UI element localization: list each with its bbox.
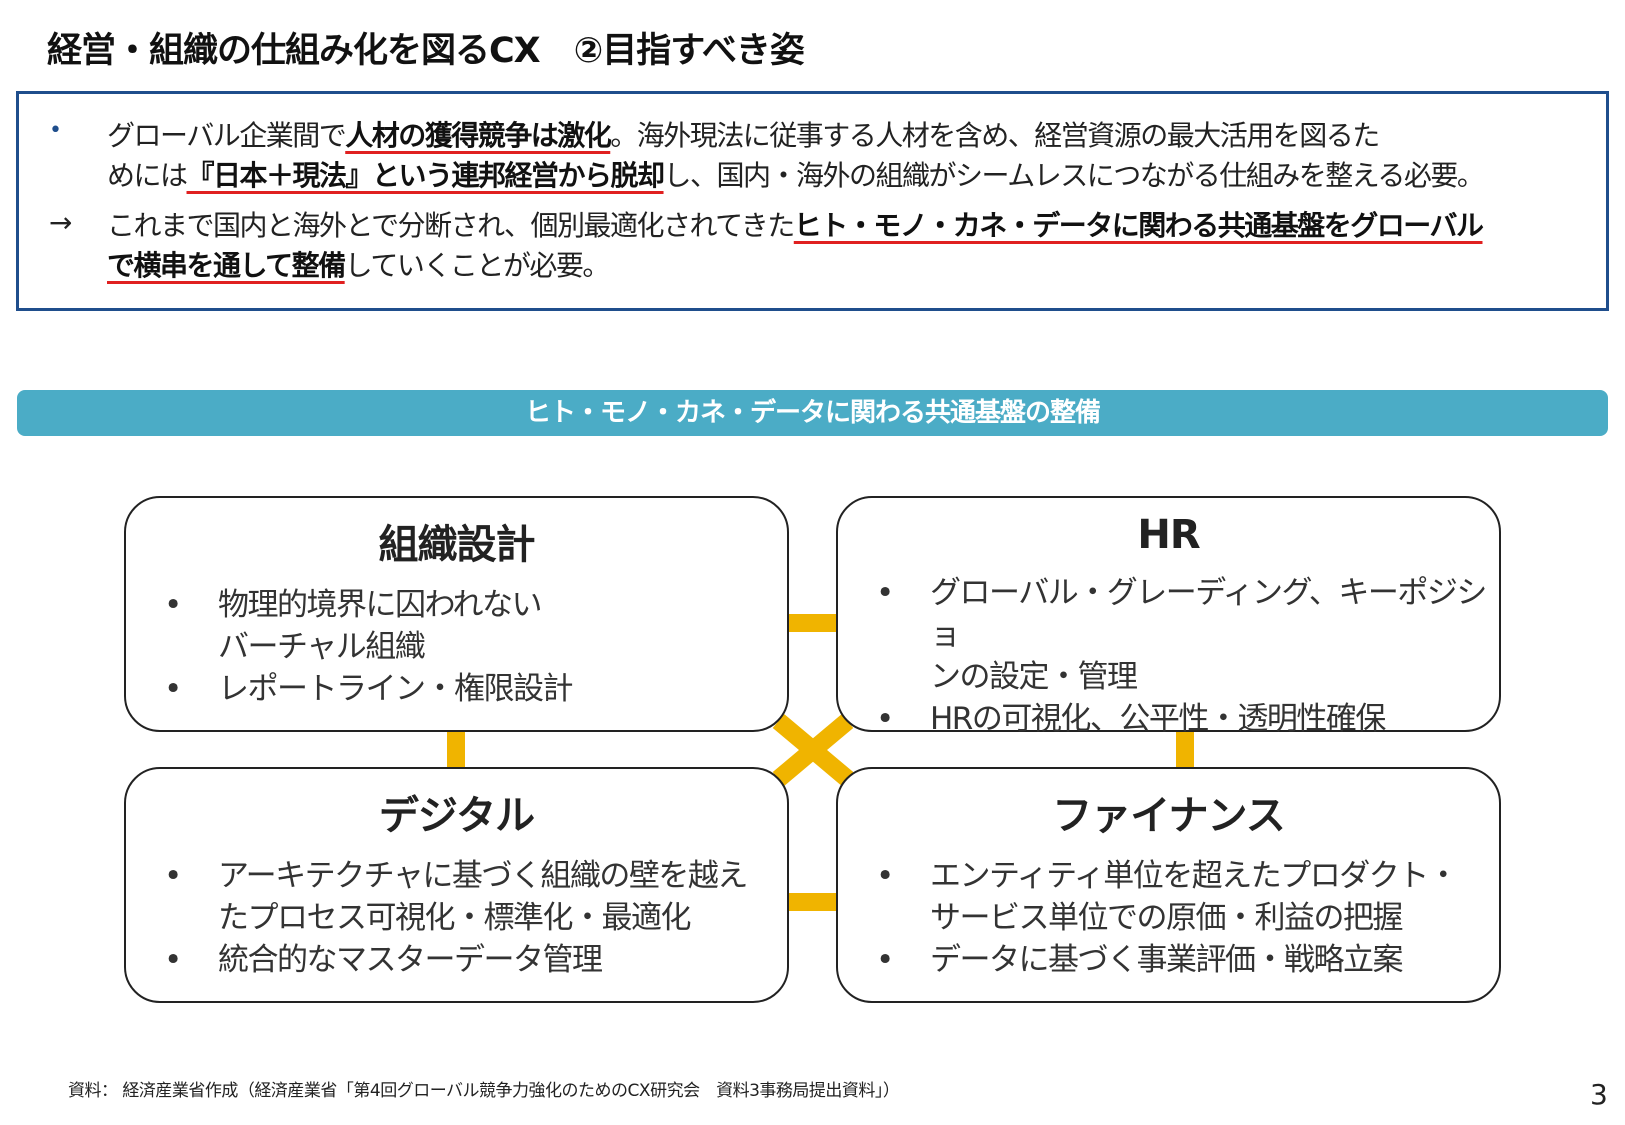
section-banner: ヒト・モノ・カネ・データに関わる共通基盤の整備: [17, 390, 1608, 436]
arrow-icon: →: [49, 206, 73, 239]
card-organization-design: 組織設計 物理的境界に囚われないバーチャル組織レポートライン・権限設計: [124, 496, 789, 732]
source-note: 資料： 経済産業省作成（経済産業省「第4回グローバル競争力強化のためのCX研究会…: [68, 1081, 900, 1101]
summary-line-3: これまで国内と海外とで分断され、個別最適化されてきたヒト・モノ・カネ・データに関…: [107, 204, 1484, 244]
list-item: データに基づく事業評価・戦略立案: [838, 939, 1499, 981]
list-item: HRの可視化、公平性・透明性確保: [838, 698, 1499, 740]
card-title: HR: [1137, 512, 1200, 558]
text: エンティティ単位を超えたプロダクト・: [930, 858, 1459, 894]
text: グローバル企業間で: [107, 119, 347, 152]
list-item: 統合的なマスターデータ管理: [126, 939, 787, 981]
card-title: ファイナンス: [1052, 793, 1285, 839]
text: これまで国内と海外とで分断され、個別最適化されてきた: [107, 209, 795, 242]
card-digital: デジタル アーキテクチャに基づく組織の壁を越えたプロセス可視化・標準化・最適化統…: [124, 767, 789, 1003]
summary-box: • グローバル企業間で人材の獲得競争は激化。海外現法に従事する人材を含め、経営資…: [16, 91, 1609, 311]
page-number: 3: [1590, 1078, 1608, 1111]
text: グローバル・グレーディング、キーポジショ: [930, 575, 1487, 653]
connector-left: [447, 730, 465, 770]
card-title: 組織設計: [378, 522, 536, 568]
card-hr: HR グローバル・グレーディング、キーポジションの設定・管理HRの可視化、公平性…: [836, 496, 1501, 740]
text: サービス単位での原価・利益の把握: [930, 900, 1404, 936]
connector-right: [1176, 730, 1194, 770]
summary-line-2: めには『日本＋現法』という連邦経営から脱却し、国内・海外の組織がシームレスにつな…: [107, 154, 1485, 194]
list-item: レポートライン・権限設計: [126, 668, 787, 710]
emphasis: 『日本＋現法』という連邦経営から脱却: [186, 159, 666, 192]
summary-line-1: グローバル企業間で人材の獲得競争は激化。海外現法に従事する人材を含め、経営資源の…: [107, 114, 1380, 154]
card-finance: ファイナンス エンティティ単位を超えたプロダクト・サービス単位での原価・利益の把…: [836, 767, 1501, 1003]
text: アーキテクチャに基づく組織の壁を越え: [218, 858, 748, 894]
card-title: デジタル: [378, 793, 535, 839]
text: めには: [107, 159, 188, 192]
emphasis: ヒト・モノ・カネ・データに関わる共通基盤をグローバル: [793, 209, 1484, 242]
list-item: エンティティ単位を超えたプロダクト・サービス単位での原価・利益の把握: [838, 855, 1499, 939]
connector-bottom: [789, 893, 837, 911]
emphasis: 人材の獲得競争は激化: [345, 119, 612, 152]
text: していくことが必要。: [344, 249, 611, 282]
connector-top: [789, 614, 837, 632]
text: バーチャル組織: [218, 629, 426, 665]
page-title: 経営・組織の仕組み化を図るCX ②目指すべき姿: [47, 31, 805, 71]
text: ンの設定・管理: [930, 659, 1138, 695]
text: 。海外現法に従事する人材を含め、経営資源の最大活用を図るた: [610, 119, 1380, 152]
summary-line-4: で横串を通して整備していくことが必要。: [107, 244, 611, 284]
text: し、国内・海外の組織がシームレスにつながる仕組みを整える必要。: [663, 159, 1485, 192]
text: たプロセス可視化・標準化・最適化: [218, 900, 692, 936]
emphasis: で横串を通して整備: [107, 249, 346, 282]
text: 物理的境界に囚われない: [218, 587, 542, 623]
bullet-icon: •: [49, 118, 62, 143]
